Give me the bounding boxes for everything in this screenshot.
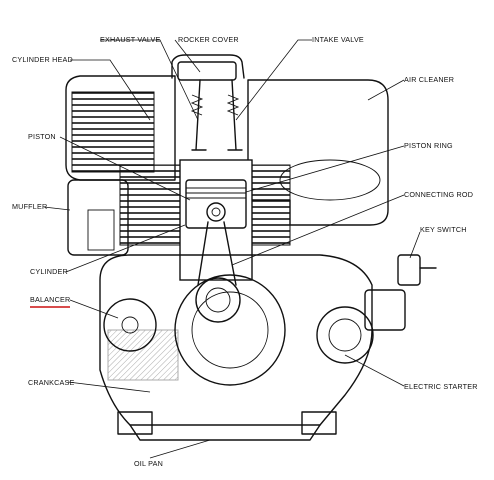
leader-oil-pan [149, 439, 211, 459]
leader-connecting-rod [231, 194, 405, 266]
label-rocker-cover: ROCKER COVER [178, 35, 239, 44]
air-cleaner-shape [247, 79, 389, 226]
label-piston-ring: PISTON RING [404, 141, 453, 150]
crankshaft-disk-inner [191, 291, 269, 369]
leader-lines [43, 39, 421, 459]
rocker-cover-plate [177, 61, 237, 81]
leader-piston [59, 136, 191, 201]
leader-air-cleaner [367, 79, 405, 101]
label-oil-pan: OIL PAN [134, 459, 163, 468]
piston-shape [185, 179, 247, 229]
electric-starter-shape [316, 306, 374, 364]
balancer-shape [103, 298, 157, 352]
label-electric-starter: ELECTRIC STARTER [404, 382, 478, 391]
leader-crankcase [67, 381, 151, 393]
key-switch-shape [397, 254, 421, 286]
muffler-inner [87, 209, 115, 251]
intake-valve-stem [227, 79, 243, 151]
air-cleaner-element [279, 159, 381, 201]
cylinder-head-fins [71, 91, 155, 173]
label-balancer: BALANCER [30, 295, 70, 304]
electric-starter-inner [328, 318, 362, 352]
balancer-inner [121, 316, 139, 334]
label-key-switch: KEY SWITCH [420, 225, 467, 234]
exhaust-valve-stem [191, 79, 207, 151]
rocker-cover-shape [171, 54, 245, 79]
piston-rings [186, 187, 246, 199]
leader-key-switch [409, 231, 421, 259]
piston-pin [206, 202, 226, 222]
label-piston: PISTON [28, 132, 56, 141]
crank-big-end-inner [205, 287, 231, 313]
crankshaft-disk [174, 274, 286, 386]
leader-cylinder-head [70, 59, 151, 121]
muffler-shape [67, 179, 129, 256]
labels: EXHAUST VALVE ROCKER COVER INTAKE VALVE … [12, 35, 478, 468]
crank-big-end [195, 277, 241, 323]
leader-cylinder [65, 224, 186, 273]
label-connecting-rod: CONNECTING ROD [404, 190, 473, 199]
label-crankcase: CRANKCASE [28, 378, 75, 387]
cylinder-bore [179, 159, 253, 281]
label-cylinder: CYLINDER [30, 267, 68, 276]
crankcase-hatching [107, 329, 179, 381]
leader-piston-ring [245, 145, 405, 193]
piston-pin-inner [211, 207, 221, 217]
leader-electric-starter [344, 354, 405, 387]
label-air-cleaner: AIR CLEANER [404, 75, 454, 84]
starter-solenoid [364, 289, 406, 331]
label-cylinder-head: CYLINDER HEAD [12, 55, 73, 64]
label-intake-valve: INTAKE VALVE [312, 35, 364, 44]
crankcase-feet-right [301, 411, 337, 435]
leader-rocker-cover [174, 39, 201, 73]
engine-drawing [65, 54, 437, 441]
oil-pan-shape [129, 424, 321, 441]
leader-muffler [43, 206, 71, 211]
label-muffler: MUFFLER [12, 202, 47, 211]
leader-exhaust-valve [100, 39, 199, 121]
label-exhaust-valve: EXHAUST VALVE [100, 35, 161, 44]
leader-intake-valve [235, 39, 312, 121]
crankcase-feet [117, 411, 153, 435]
leader-balancer [69, 299, 119, 319]
